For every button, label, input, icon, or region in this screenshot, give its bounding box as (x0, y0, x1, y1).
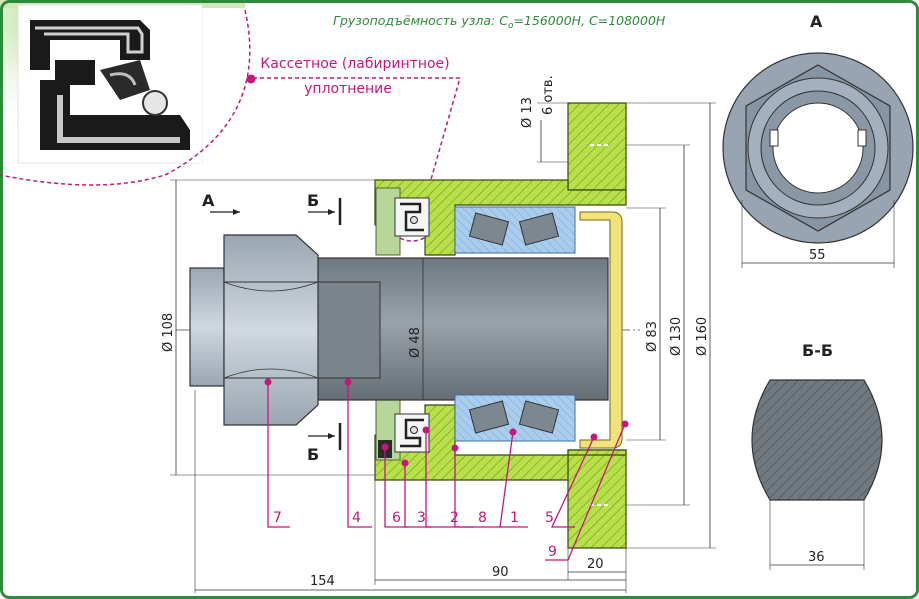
hub-flange-bottom (567, 449, 627, 549)
section-marker-b-bottom: Б (307, 445, 319, 464)
bearing-top (454, 206, 576, 254)
axle-threaded-end (317, 281, 381, 379)
part-label-6: 6 (392, 510, 401, 526)
callout-subtitle: уплотнение (304, 81, 392, 97)
dim-130-label: Ø 130 (669, 317, 684, 356)
view-a-hex-nut (722, 52, 914, 244)
dim-108-label: Ø 108 (161, 313, 176, 352)
dim-90-label: 90 (492, 565, 509, 580)
part-label-8: 8 (478, 510, 487, 526)
hub-flange-top (567, 102, 627, 191)
view-marker-a: А (202, 191, 215, 210)
part-label-2: 2 (450, 510, 459, 526)
view-a-title: А (810, 12, 823, 31)
part-label-4: 4 (352, 510, 361, 526)
callout-leader (253, 77, 461, 191)
seal-inset-image (17, 4, 203, 164)
green-top-band (0, 0, 245, 8)
dim-48-label: Ø 48 (408, 327, 423, 358)
section-bb-shape (751, 379, 883, 501)
cassette-seal-top (394, 197, 430, 237)
dim-36-label: 36 (808, 550, 825, 565)
dim-55-label: 55 (809, 248, 826, 263)
dim-83-label: Ø 83 (645, 321, 660, 352)
part-dots (264, 378, 629, 467)
part-label-7: 7 (273, 510, 282, 526)
hub-cap (579, 211, 623, 449)
callout-title: Кассетное (лабиринтное) (260, 56, 449, 72)
section-marker-b-top: Б (307, 191, 319, 210)
section-bb-title: Б-Б (802, 341, 833, 360)
part-label-9: 9 (548, 544, 557, 560)
dim-holes-label: 6 отв. (541, 75, 556, 115)
callout-dot (246, 74, 256, 84)
part-label-5: 5 (545, 510, 554, 526)
inner-ring-top (375, 187, 401, 256)
capacity-note: Грузоподъёмность узла: Co=156000Н, C=108… (333, 13, 666, 31)
part-label-3: 3 (417, 510, 426, 526)
dim-154-label: 154 (310, 574, 335, 589)
axle-nut (189, 234, 319, 426)
dim-20-label: 20 (587, 557, 604, 572)
part-label-1: 1 (510, 510, 519, 526)
part-leaders (267, 382, 626, 561)
inset-arc-curve (0, 9, 251, 186)
dim-13-label: Ø 13 (520, 97, 535, 128)
cassette-seal-bottom (394, 413, 430, 453)
dim-160-label: Ø 160 (695, 317, 710, 356)
